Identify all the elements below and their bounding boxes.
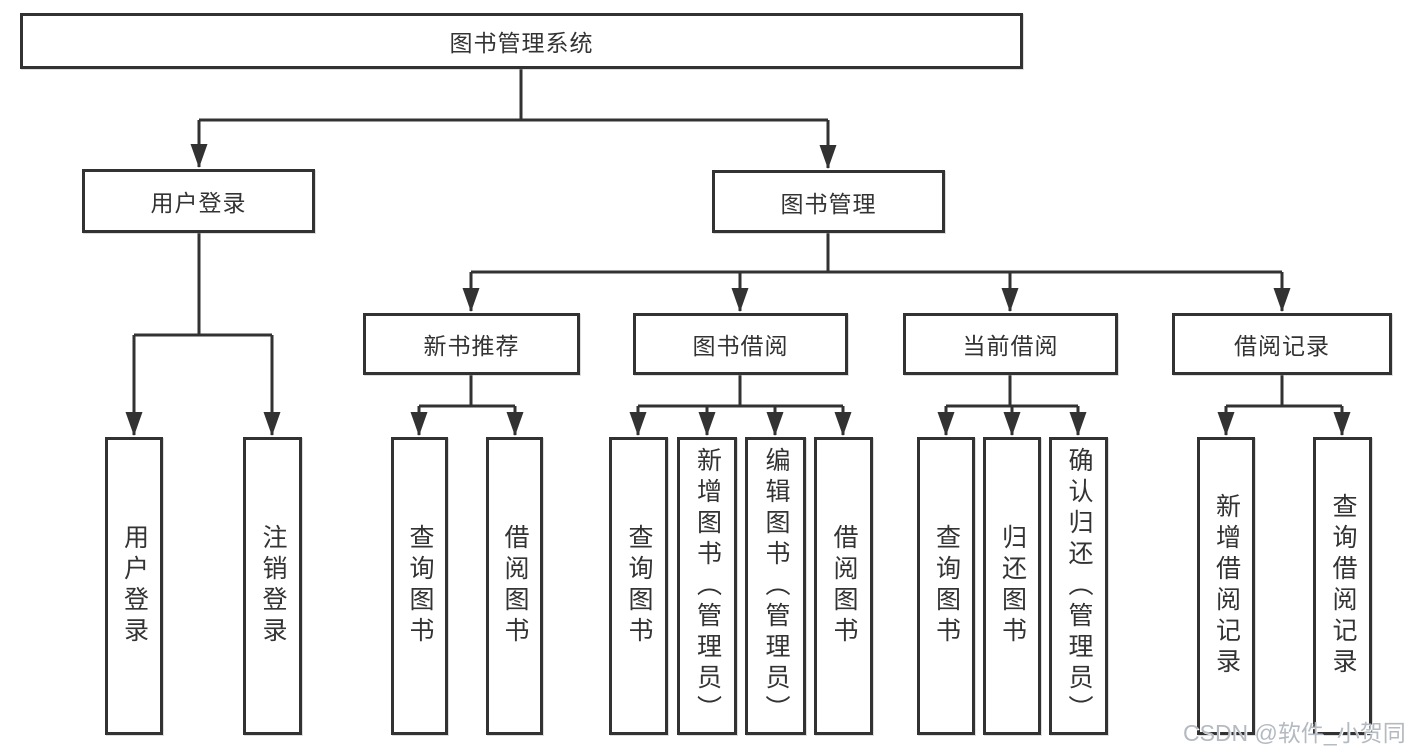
connector-trunks	[134, 69, 1342, 408]
node-label: 查询图书	[625, 524, 653, 648]
node-label: 用户登录	[150, 190, 247, 216]
node-label: 查询图书	[932, 524, 961, 648]
node-label: 图书管理系统	[449, 30, 594, 56]
node-label: 借阅图书	[830, 524, 858, 648]
node-new-book-recommend: 新书推荐	[363, 313, 580, 375]
node-label: 查询借阅记录	[1329, 493, 1357, 679]
node-label: 图书管理	[780, 190, 877, 217]
node-label: 确认归还（管理员）	[1065, 446, 1093, 726]
node-nb-query-books: 查询图书	[391, 437, 448, 735]
node-bb-edit-books-admin: 编辑图书（管理员）	[745, 437, 806, 735]
node-nb-borrow-books: 借阅图书	[486, 437, 543, 735]
node-label: 编辑图书（管理员）	[762, 446, 790, 726]
node-borrow-records: 借阅记录	[1172, 313, 1392, 375]
node-book-management: 图书管理	[712, 170, 945, 233]
node-current-borrow: 当前借阅	[903, 313, 1118, 375]
node-label: 当前借阅	[962, 333, 1059, 359]
node-bb-query-books: 查询图书	[609, 437, 668, 735]
node-label: 借阅记录	[1234, 333, 1330, 359]
node-br-query-record: 查询借阅记录	[1313, 437, 1372, 735]
csdn-watermark: CSDN @软件_小贺同学	[1183, 720, 1405, 746]
node-label: 图书借阅	[692, 333, 789, 359]
node-leaf-user-login: 用户登录	[105, 437, 163, 735]
node-label: 新增图书（管理员）	[693, 446, 722, 726]
node-br-add-record: 新增借阅记录	[1197, 437, 1255, 735]
node-cb-confirm-return-admin: 确认归还（管理员）	[1049, 437, 1108, 735]
node-library-system: 图书管理系统	[20, 13, 1023, 69]
node-bb-add-books-admin: 新增图书（管理员）	[677, 437, 737, 735]
node-label: 注销登录	[259, 524, 287, 648]
node-bb-borrow-books: 借阅图书	[814, 437, 873, 735]
connector-arrows	[125, 120, 1351, 436]
node-label: 新书推荐	[423, 333, 520, 359]
node-cb-query-books: 查询图书	[917, 437, 975, 735]
node-user-login: 用户登录	[82, 169, 315, 233]
node-label: 借阅图书	[501, 524, 529, 648]
node-label: 归还图书	[998, 524, 1027, 648]
node-leaf-logout: 注销登录	[243, 437, 302, 735]
node-cb-return-books: 归还图书	[983, 437, 1041, 735]
node-label: 新增借阅记录	[1212, 493, 1241, 679]
node-book-borrow: 图书借阅	[633, 313, 848, 375]
node-label: 查询图书	[406, 524, 434, 648]
node-label: 用户登录	[120, 524, 149, 648]
